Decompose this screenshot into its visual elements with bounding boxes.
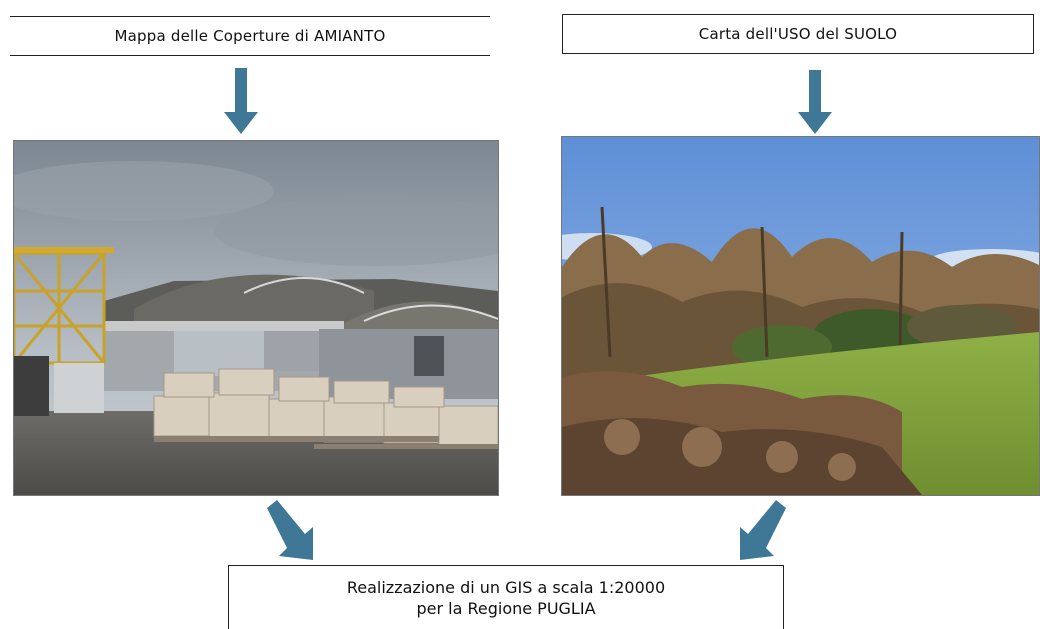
gis-result-line1: Realizzazione di un GIS a scala 1:20000 bbox=[346, 577, 666, 597]
land-use-map-label: Carta dell'USO del SUOLO bbox=[698, 25, 898, 43]
diagonal-arrow-left-icon bbox=[267, 500, 313, 560]
down-arrow-left-icon bbox=[224, 68, 258, 134]
diagonal-arrow-right-icon bbox=[740, 500, 786, 560]
land-use-photo bbox=[561, 136, 1040, 496]
gis-result-box: Realizzazione di un GIS a scala 1:20000 … bbox=[228, 565, 784, 629]
industrial-buildings-photo bbox=[13, 140, 499, 496]
gis-result-line2: per la Regione PUGLIA bbox=[416, 598, 596, 618]
down-arrow-right-icon bbox=[798, 70, 832, 134]
asbestos-map-label: Mappa delle Coperture di AMIANTO bbox=[114, 27, 386, 45]
asbestos-map-box: Mappa delle Coperture di AMIANTO bbox=[10, 16, 490, 56]
land-use-map-box: Carta dell'USO del SUOLO bbox=[562, 14, 1034, 54]
